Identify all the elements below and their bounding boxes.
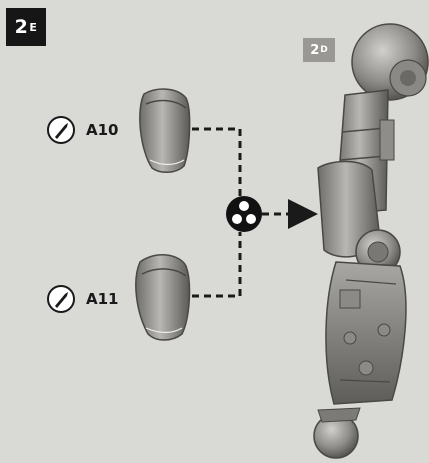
part-label-a11: A11 [86,290,118,308]
arm-assembly [314,24,428,458]
hobby-knife-icon [46,284,76,314]
part-a11-plate [136,255,190,340]
part-label-a10: A10 [86,121,118,139]
hobby-knife-icon [46,115,76,145]
part-a10-plate [140,89,190,172]
glue-dots-icon [226,196,262,232]
